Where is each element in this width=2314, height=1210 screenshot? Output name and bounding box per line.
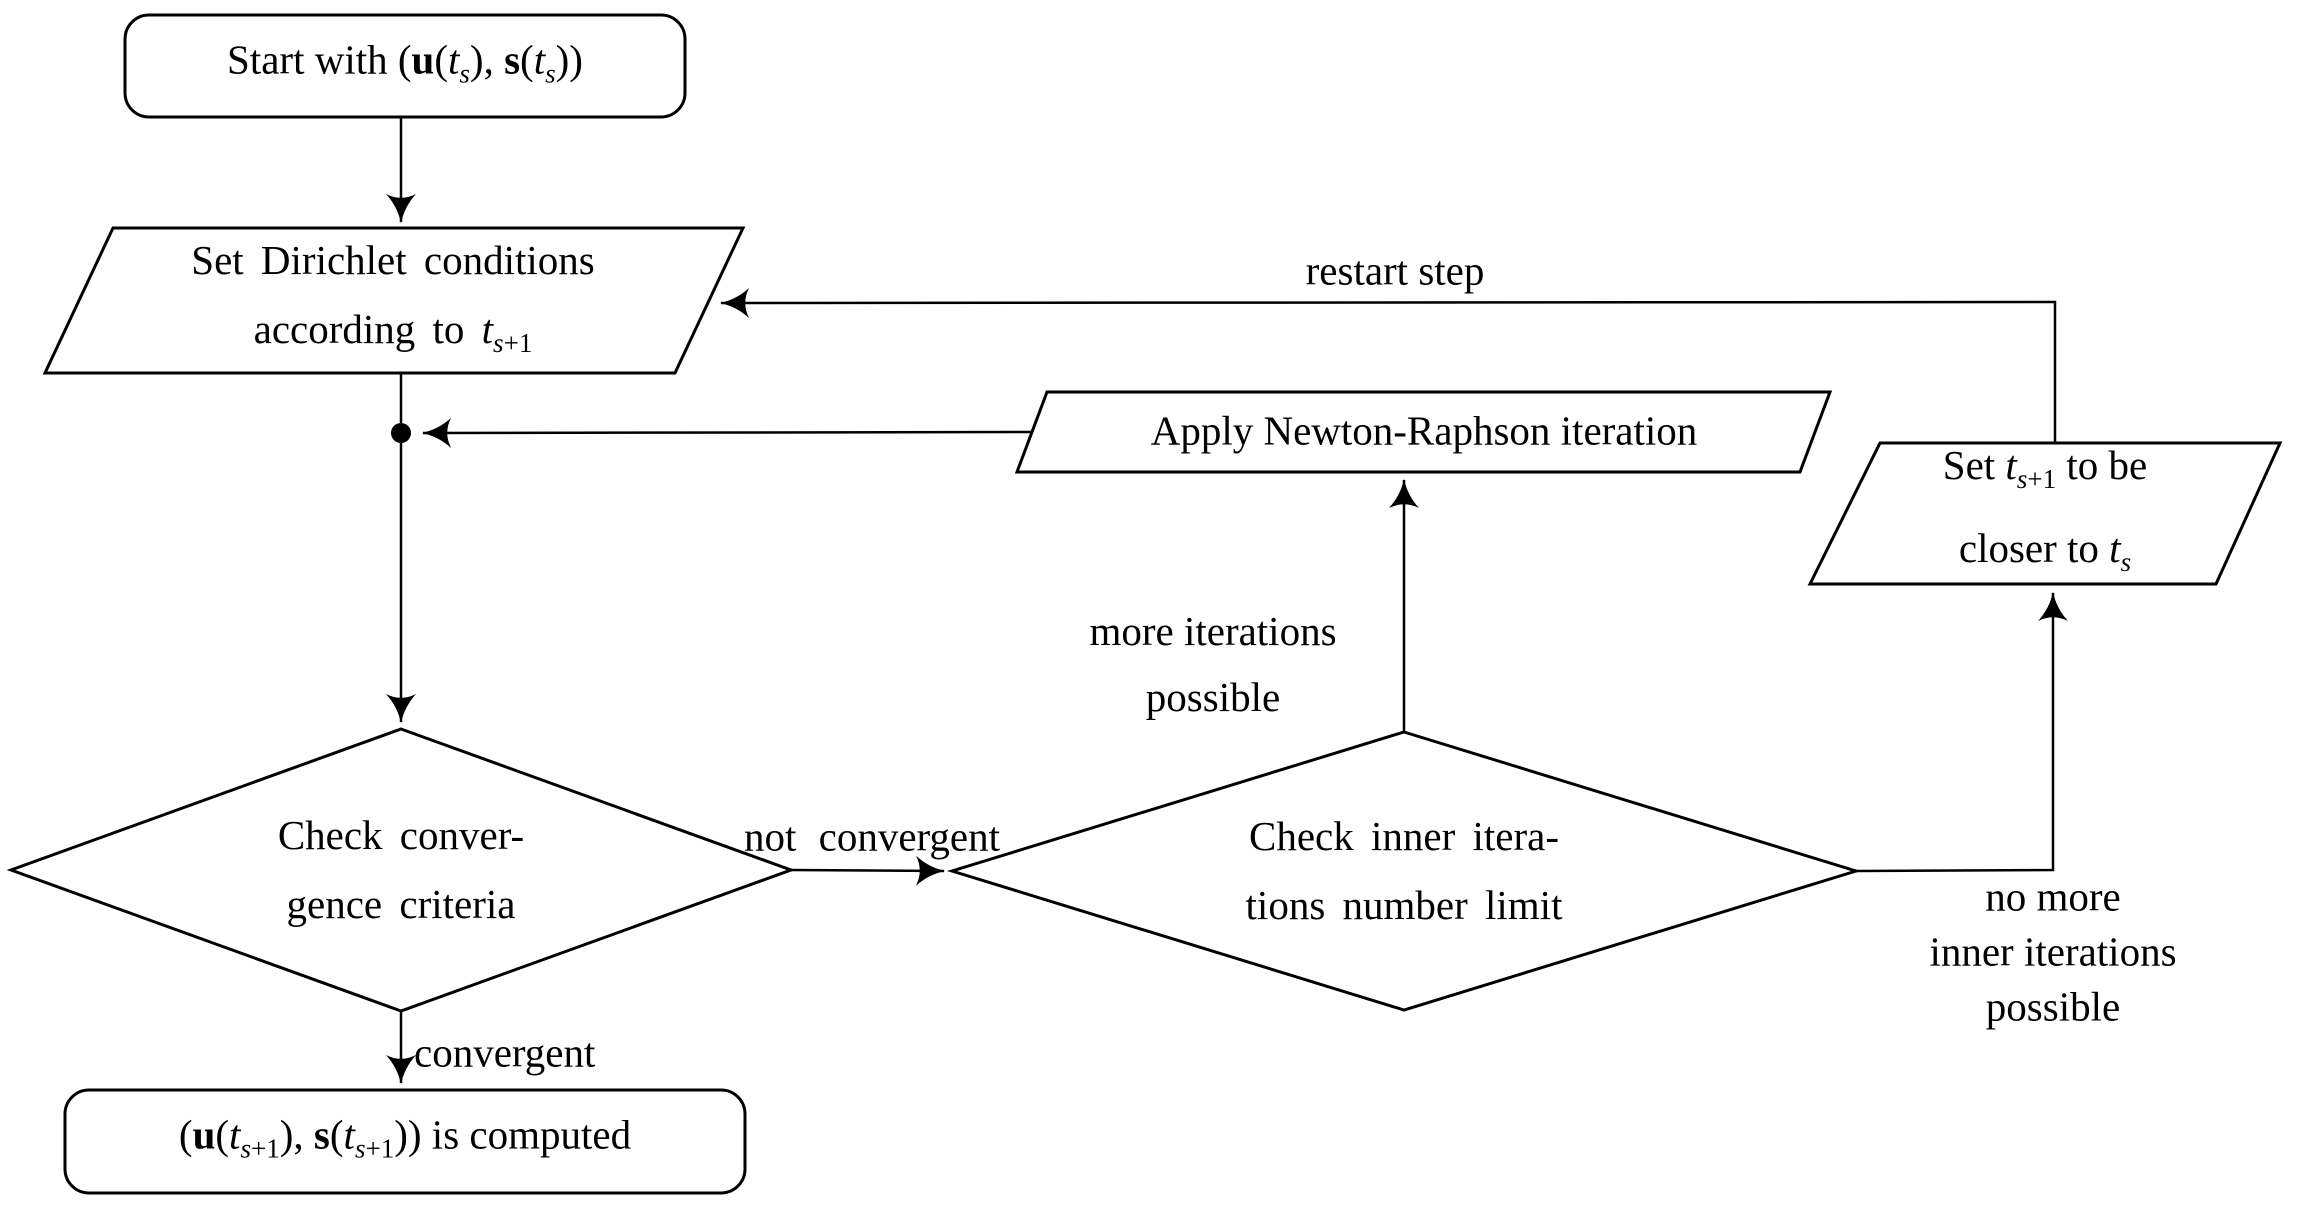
start-node <box>123 13 687 119</box>
result-node-label: (u(ts+1), s(ts+1)) is computed <box>178 1111 632 1164</box>
result-node <box>63 1088 747 1195</box>
edge-not-convergent <box>790 855 946 886</box>
no-more-iterations-label: no more inner iterations possible <box>1929 873 2177 1030</box>
newton-node <box>1014 390 1833 474</box>
set-t-closer-node <box>1807 441 2283 586</box>
edge-no-more-iterations <box>1855 591 2069 873</box>
convergent-label: convergent <box>414 1029 596 1076</box>
set-t-closer-node-label: Set ts+1 to be closer to ts <box>1942 442 2148 577</box>
start-node-label: Start with (u(ts), s(ts)) <box>227 36 583 89</box>
dirichlet-node-label: Set Dirichlet conditions according to ts… <box>191 237 595 358</box>
edge-newton-to-junction <box>421 417 1033 448</box>
check-convergence-node-label: Check conver- gence criteria <box>277 812 525 927</box>
edge-restart-step <box>719 287 2057 443</box>
junction-dot <box>391 423 411 443</box>
check-inner-iterations-node <box>946 730 1862 1012</box>
check-inner-iterations-node-label: Check inner itera- tions number limit <box>1245 813 1563 928</box>
newton-node-label: Apply Newton-Raphson iteration <box>1150 407 1698 454</box>
not-convergent-label: not convergent <box>743 813 1001 860</box>
restart-step-label: restart step <box>1305 247 1485 294</box>
dirichlet-node <box>42 226 746 375</box>
more-iterations-label: more iterations possible <box>1089 608 1337 720</box>
check-convergence-node <box>6 727 796 1013</box>
